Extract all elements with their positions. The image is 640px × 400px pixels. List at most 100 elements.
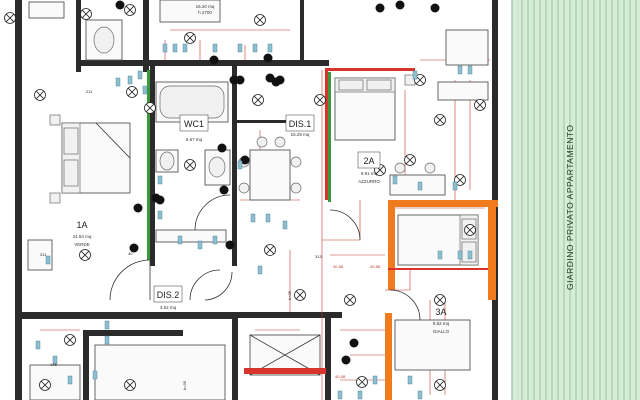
light-fixture-icon xyxy=(314,94,326,106)
elevator-core xyxy=(94,344,226,400)
socket-icon xyxy=(271,77,281,87)
socket-icon xyxy=(452,181,458,191)
garden-label: GIARDINO PRIVATO APPARTAMENTO xyxy=(565,125,575,290)
dim-label: 211 xyxy=(86,89,93,94)
socket-icon xyxy=(142,85,148,95)
light-fixture-icon xyxy=(344,294,356,306)
socket-icon xyxy=(417,181,423,191)
socket-icon xyxy=(412,70,418,80)
room-area: 24.54 mq xyxy=(73,234,92,239)
light-fixture-icon xyxy=(434,294,446,306)
sink-icon xyxy=(204,149,231,186)
socket-icon xyxy=(240,155,250,165)
room-area: 9.62 mq xyxy=(433,321,450,326)
socket-icon xyxy=(395,0,405,10)
socket-icon xyxy=(267,43,273,53)
socket-icon xyxy=(155,195,165,205)
chair xyxy=(424,162,436,174)
light-fixture-icon xyxy=(414,74,426,86)
room-area: 15.29 mq xyxy=(291,132,310,137)
socket-icon xyxy=(127,75,133,85)
socket-icon xyxy=(162,43,168,53)
room-height: h 2700 xyxy=(198,10,212,15)
room-name: 1A xyxy=(76,220,87,230)
socket-icon xyxy=(197,240,203,250)
stair-beam xyxy=(244,368,326,374)
table-icon xyxy=(238,136,302,201)
garden-hatch xyxy=(521,0,637,400)
light-fixture-icon xyxy=(356,376,368,388)
dim-label: 311 xyxy=(40,252,47,257)
coloured-partitions xyxy=(147,68,498,400)
socket-icon xyxy=(137,70,143,80)
socket-icon xyxy=(104,335,110,345)
room-label-2A: 2A 9.91 mq AZZURRO xyxy=(357,151,380,184)
socket-icon xyxy=(177,235,183,245)
socket-icon xyxy=(467,250,473,260)
desk xyxy=(389,174,446,196)
light-fixture-icon xyxy=(404,154,416,166)
light-fixture-icon xyxy=(144,102,156,114)
room-area: 3.52 mq xyxy=(160,305,177,310)
light-fixture-icon xyxy=(464,224,476,236)
light-fixture-icon xyxy=(252,94,264,106)
socket-icon xyxy=(115,0,125,10)
socket-icon xyxy=(265,213,271,223)
socket-icon xyxy=(457,250,463,260)
room-name: DIS.2 xyxy=(157,290,180,300)
socket-icon xyxy=(357,390,363,400)
light-fixture-icon xyxy=(124,4,136,16)
shower-tray xyxy=(155,229,227,243)
socket-icon xyxy=(252,43,258,53)
socket-icon xyxy=(372,375,378,385)
dim-label: h=35 xyxy=(287,290,292,300)
desk xyxy=(394,319,471,371)
socket-icon xyxy=(407,375,413,385)
socket-icon xyxy=(237,160,243,170)
light-fixture-icon xyxy=(294,289,306,301)
light-fixture-icon xyxy=(184,32,196,44)
toilet-icon xyxy=(155,149,179,173)
light-fixture-icon xyxy=(39,379,51,391)
counter xyxy=(159,0,221,23)
garden-area: GIARDINO PRIVATO APPARTAMENTO xyxy=(511,0,640,400)
socket-icon xyxy=(67,375,73,385)
socket-icon xyxy=(392,175,398,185)
socket-icon xyxy=(115,77,121,87)
desk xyxy=(445,29,489,66)
room-color: GIALLO xyxy=(433,329,450,334)
cabinet xyxy=(437,81,489,101)
dim-label: h=35 xyxy=(182,380,187,390)
socket-icon xyxy=(375,3,385,13)
bed-icon xyxy=(334,77,396,141)
cabinet xyxy=(29,364,81,400)
room-name: 2A xyxy=(363,156,374,166)
socket-icon xyxy=(430,3,440,13)
socket-icon xyxy=(212,43,218,53)
dim-label: 40-58 xyxy=(370,264,381,269)
socket-icon xyxy=(209,55,219,65)
light-fixture-icon xyxy=(434,114,446,126)
door-swing-icon xyxy=(109,194,421,321)
socket-icon xyxy=(337,390,343,400)
room-label-DIS2: DIS.2 3.52 mq xyxy=(153,285,183,310)
dimension-labels: 211 40 313 40-58 40-58 40-58 145 311 h=3… xyxy=(40,89,381,390)
light-fixture-icon xyxy=(434,379,446,391)
dim-label: 40-58 xyxy=(335,374,346,379)
light-fixture-icon xyxy=(79,249,91,261)
room-label-3A: 3A 9.62 mq GIALLO xyxy=(433,307,450,334)
socket-icon xyxy=(45,255,51,265)
room-area: 16.20 mq xyxy=(196,4,215,9)
dim-label: 40 xyxy=(128,251,133,256)
room-label-WC1: WC1 5.67 mq xyxy=(179,114,209,142)
socket-icon xyxy=(35,340,41,350)
socket-icon xyxy=(341,355,351,365)
socket-icon xyxy=(172,43,178,53)
room-color: VERDE xyxy=(74,242,90,247)
room-label-1A: 1A 24.54 mq VERDE xyxy=(73,220,92,247)
socket-icons xyxy=(35,43,473,400)
socket-icon xyxy=(157,210,163,220)
socket-icon xyxy=(182,43,188,53)
socket-icon xyxy=(157,175,163,185)
room-color: AZZURRO xyxy=(358,179,380,184)
